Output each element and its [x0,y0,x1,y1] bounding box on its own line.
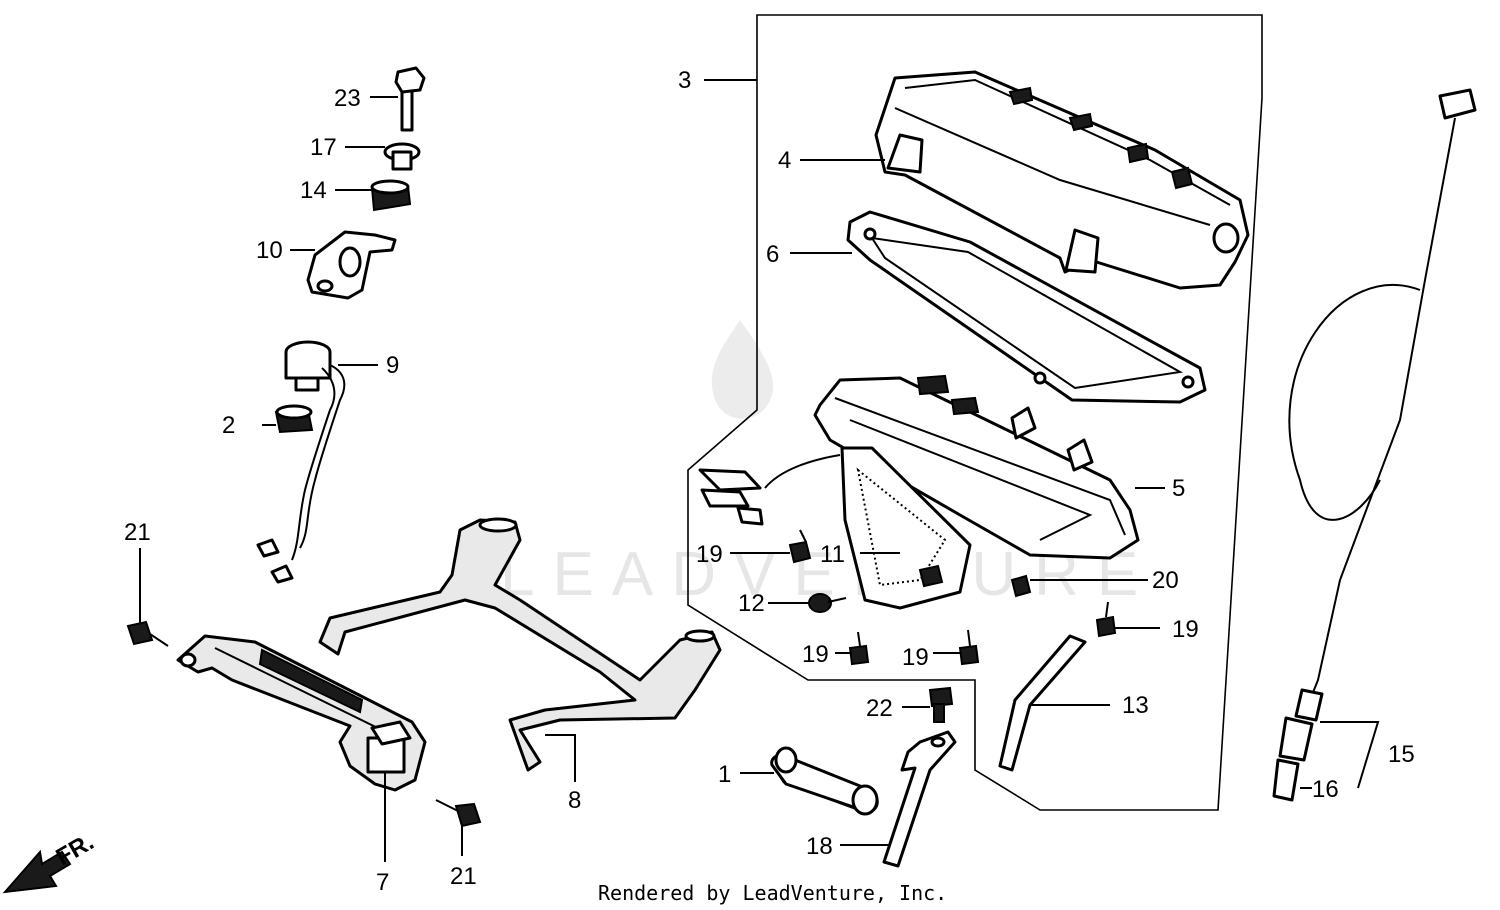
assembly-outline [687,14,1263,811]
callout-16: 16 [1312,776,1339,803]
bracket-7 [176,634,427,792]
callout-9: 9 [386,352,399,379]
callout-22: 22 [866,695,893,722]
callout-11: 11 [820,541,845,568]
cylinder-1 [770,746,879,816]
callout-labels: 23 17 14 10 9 2 21 7 8 21 3 4 6 5 19 11 … [124,67,1415,896]
callout-12: 12 [738,590,765,617]
bolt-22 [928,686,954,723]
grommet-14 [370,179,412,212]
callout-14: 14 [300,177,327,204]
callout-19-a: 19 [696,541,723,568]
bracket-10 [306,230,397,300]
callout-21-left: 21 [124,519,151,546]
gasket-6 [846,210,1207,404]
callout-19-c: 19 [902,644,929,671]
screw-19-a [788,529,812,564]
collar-17 [383,142,421,171]
callout-2: 2 [222,412,235,439]
callout-18: 18 [806,833,833,860]
callout-13: 13 [1122,692,1149,719]
meter-case-4 [874,70,1250,290]
rubber-2 [274,404,314,434]
front-direction-arrow: FR. [2,828,98,894]
tube-13 [998,634,1087,772]
screw-19-c [958,629,980,666]
meter-assembly-5 [698,374,1140,610]
nut-20 [1010,574,1032,598]
frame-8 [318,517,722,772]
leader-lines [139,79,1380,862]
bolt-23 [394,66,426,132]
callout-3: 3 [678,67,691,94]
callout-20: 20 [1152,567,1179,594]
callout-6: 6 [766,241,779,268]
speedometer-cable-15 [1272,88,1477,802]
callout-8: 8 [568,787,581,814]
bolt-21-left [126,620,169,647]
callout-5: 5 [1172,475,1185,502]
sensor-9 [256,340,346,584]
callout-17: 17 [310,134,337,161]
callout-19-d: 19 [1172,616,1199,643]
callout-10: 10 [256,237,283,264]
screw-19-d [1095,601,1117,638]
callout-4: 4 [778,147,791,174]
callout-15: 15 [1388,741,1415,768]
footer-credit: Rendered by LeadVenture, Inc. [598,881,947,905]
callout-19-b: 19 [802,641,829,668]
bolt-21-bottom [435,799,482,828]
screw-11 [918,564,944,588]
callout-7: 7 [376,869,389,896]
screw-19-b [848,631,870,666]
callout-1: 1 [718,761,731,788]
stay-18 [882,730,957,868]
callout-23: 23 [334,85,361,112]
callout-21-bottom: 21 [450,863,477,890]
